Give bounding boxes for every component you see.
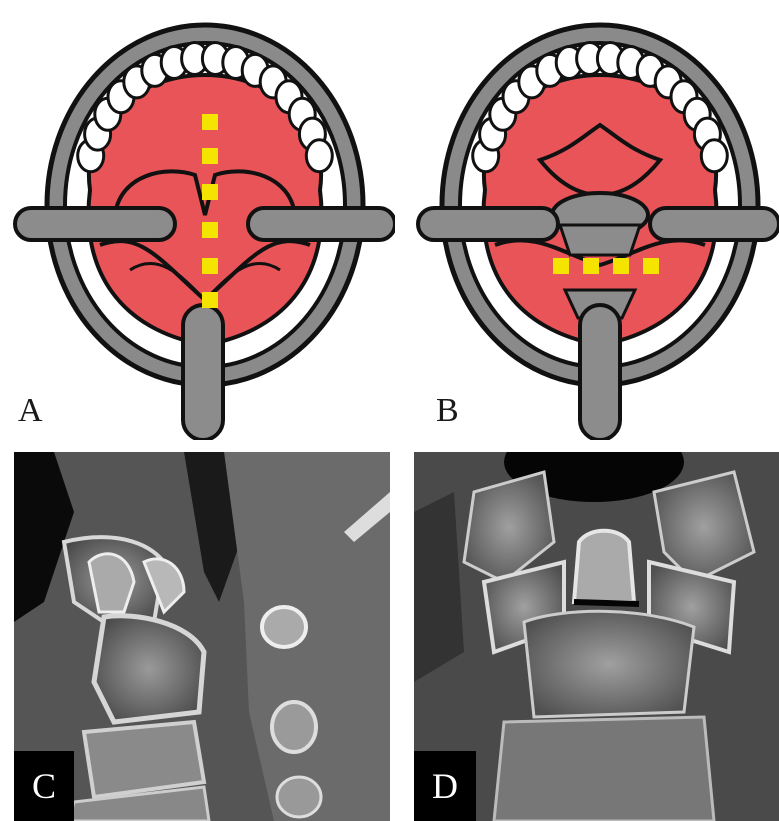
panel-label-b: B — [436, 392, 459, 430]
dens — [89, 554, 134, 612]
incision-dash — [202, 258, 218, 274]
panel-label-d: D — [414, 751, 476, 821]
mouth-retractor-diagram-a — [0, 0, 395, 440]
fracture-line — [574, 602, 639, 604]
cartilage — [277, 777, 321, 817]
dens-odontoid — [574, 531, 634, 602]
tooth — [701, 140, 727, 172]
anterior-structure — [262, 607, 306, 647]
left-retractor — [418, 208, 558, 240]
central-retractor-body — [560, 225, 640, 255]
c3-vertebra — [84, 722, 204, 797]
incision-dash — [202, 292, 218, 308]
panel-label-a: A — [18, 392, 43, 430]
c2-vertebra — [94, 616, 204, 722]
inferior-retractor — [580, 305, 620, 440]
incision-dash — [583, 258, 599, 274]
c2-body — [524, 611, 694, 717]
right-retractor — [650, 208, 779, 240]
incision-dash — [553, 258, 569, 274]
incision-dash — [202, 114, 218, 130]
panel-d-coronal-ct: D — [414, 452, 779, 821]
incision-dash — [613, 258, 629, 274]
hyoid-bone — [272, 702, 316, 752]
tooth — [306, 140, 332, 172]
panel-a-midline-incision-diagram: A — [0, 0, 395, 440]
panel-label-c: C — [14, 751, 74, 821]
c3-body — [494, 717, 714, 821]
left-retractor — [15, 208, 175, 240]
incision-dash — [202, 222, 218, 238]
incision-dash — [202, 184, 218, 200]
incision-dash — [643, 258, 659, 274]
panel-b-transverse-incision-diagram: B — [400, 0, 779, 440]
mouth-retractor-diagram-b — [400, 0, 779, 440]
incision-dash — [202, 148, 218, 164]
panel-c-sagittal-ct: C — [14, 452, 390, 821]
right-retractor — [248, 208, 395, 240]
inferior-retractor — [183, 305, 223, 440]
